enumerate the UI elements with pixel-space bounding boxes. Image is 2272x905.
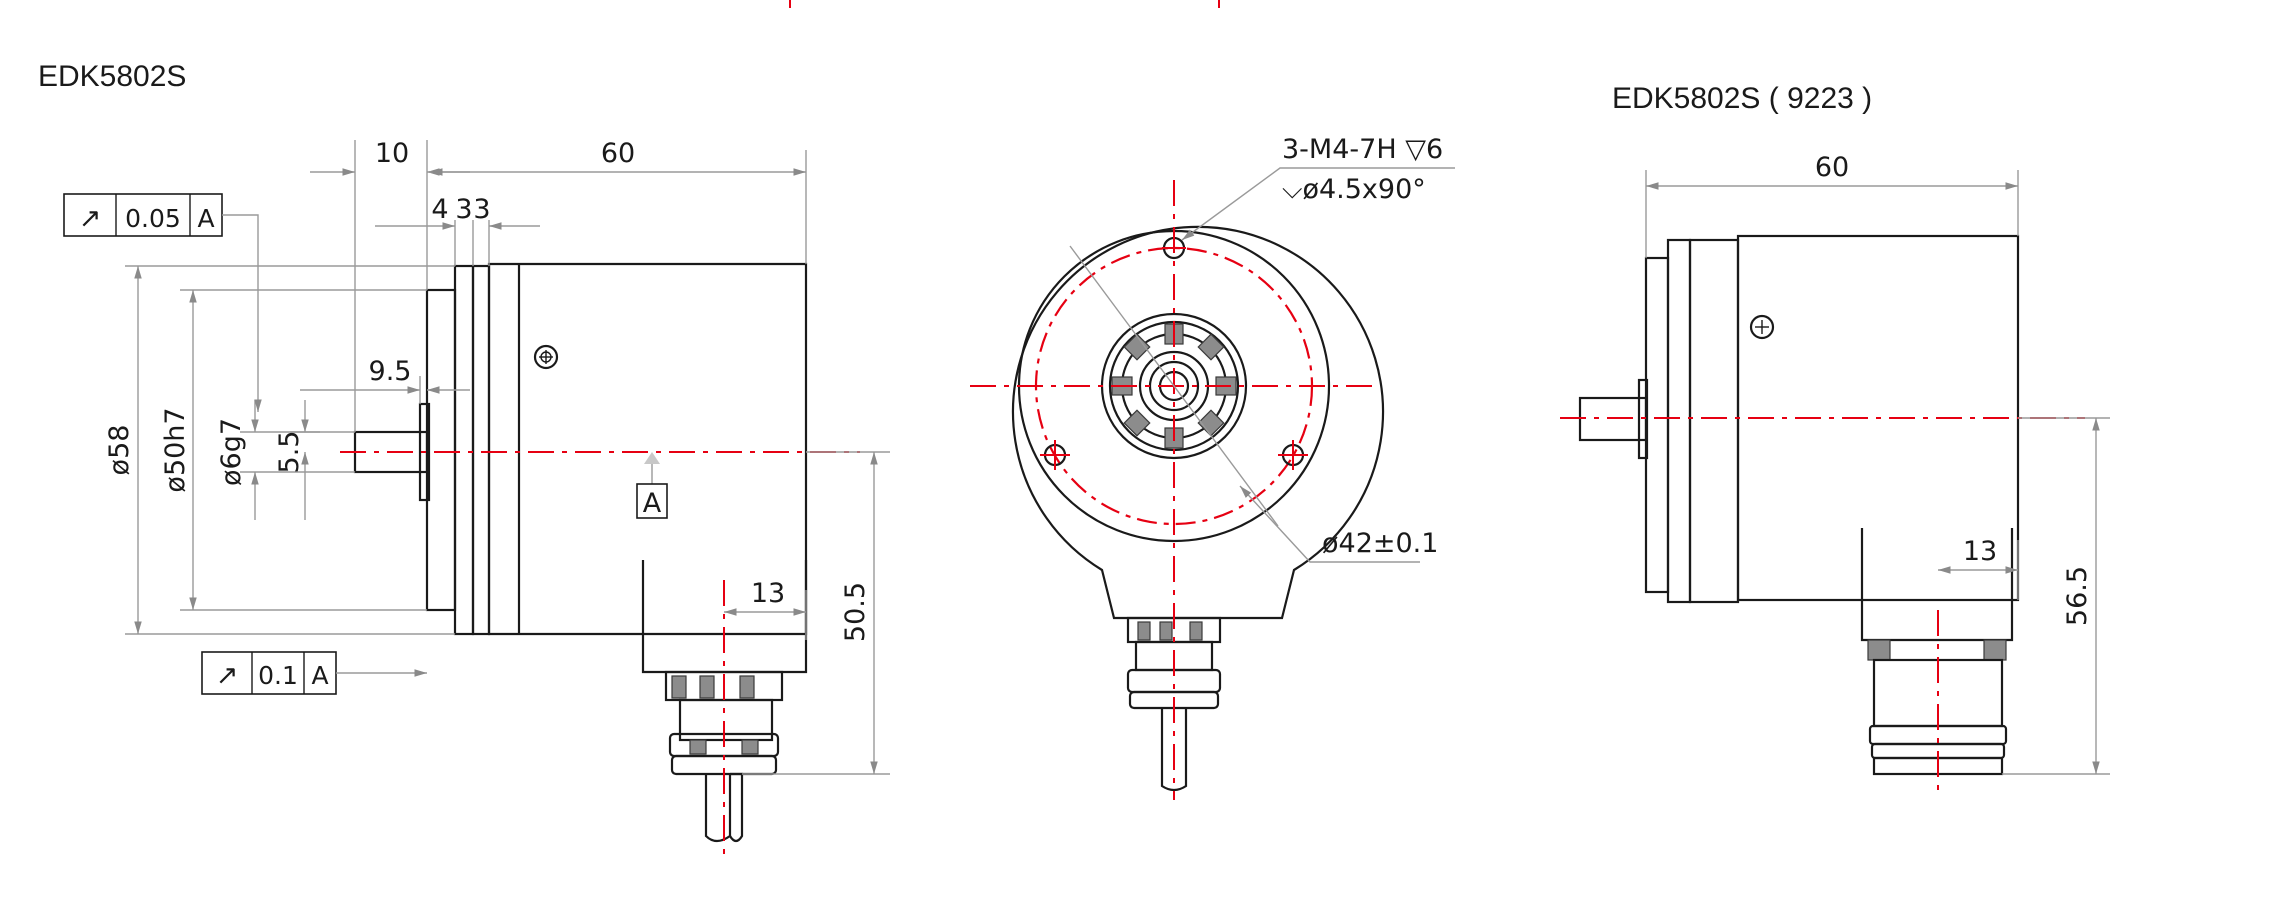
right-dim-height-565: 56.5 [2062,566,2093,626]
runout-icon: ↗ [79,203,102,234]
right-dim-conn-offset: 13 [1963,536,1997,567]
runout-icon: ↗ [216,660,239,691]
dim-gap2: 3 [473,194,490,225]
dim-flange-thk: 4 [431,194,448,225]
flange-ring [453,264,475,636]
flange-gap-ring [471,264,491,636]
connector-housing [1860,528,2014,642]
runout-tolerance-top: ↗ 0.05 A [63,193,262,412]
dim-shaft-step: 9.5 [369,356,412,387]
counterbore-note: ⌵ø4.5x90° [1282,174,1426,205]
gland-body [678,698,774,742]
dim-height-505: 50.5 [840,582,871,642]
dim-flange-gap: 3 [455,194,472,225]
shaft-collar [418,402,431,502]
screw-icon [533,344,559,370]
right-view-title: EDK5802S ( 9223 ) [1612,82,1872,115]
left-view: EDK5802S [38,60,890,860]
dim-dia-50: ø50h7 [160,407,191,492]
dim-dia-6: ø6g7 [216,418,247,486]
dim-body-len: 60 [601,138,635,169]
right-flange-plate [1644,256,1670,594]
svg-text:A: A [197,204,214,233]
dim-shaft-h: 5.5 [274,431,305,474]
front-housing [1011,225,1385,620]
left-view-title: EDK5802S [38,60,186,93]
right-dim-body-len: 60 [1815,152,1849,183]
datum-label: A [643,488,662,519]
pcd-dimension: ø42±0.1 [1322,528,1438,559]
screw-icon [1749,314,1775,340]
flange-plate [425,288,457,612]
dim-dia-58: ø58 [104,425,135,476]
svg-text:0.1: 0.1 [258,661,298,690]
front-view: 3-M4-7H ▽6 ⌵ø4.5x90° ø42±0.1 [970,134,1455,800]
cable [704,774,732,843]
front-cable [1160,708,1188,792]
dim-cable-offset: 13 [751,578,785,609]
svg-text:0.05: 0.05 [125,204,181,233]
svg-text:A: A [311,661,328,690]
hub-pattern [1111,323,1237,449]
runout-tolerance-bottom: ↗ 0.1 A [201,651,427,695]
thread-note: 3-M4-7H ▽6 [1282,134,1443,165]
dim-shaft-len: 10 [375,138,409,169]
right-flange-ring [1666,238,1692,604]
right-view: EDK5802S ( 9223 ) 60 13 [1560,82,2110,790]
datum-box [636,483,668,519]
